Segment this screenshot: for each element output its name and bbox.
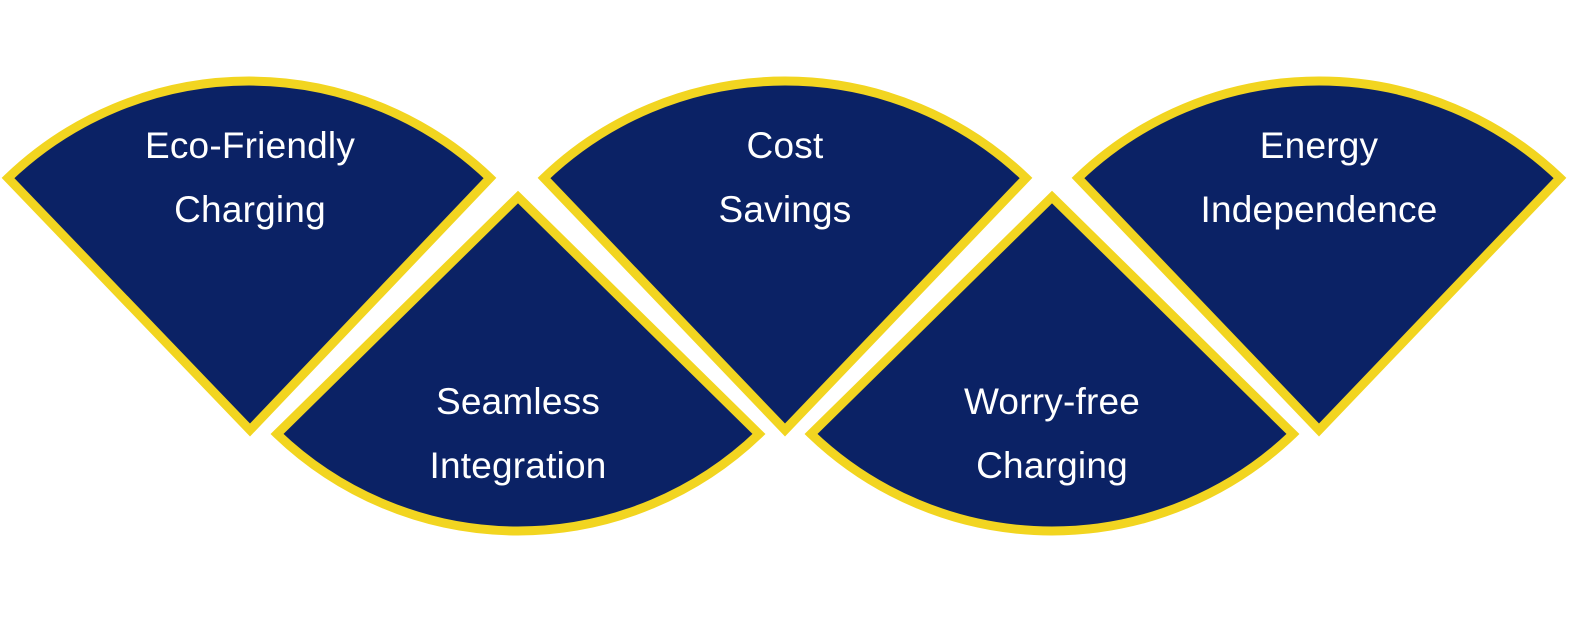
diamond-shape-energy-independence[interactable] (1071, 76, 1567, 437)
diamond-shape-worry-free-charging[interactable] (804, 190, 1300, 536)
diamond-shape-cost-savings[interactable] (537, 76, 1033, 437)
diamond-shape-eco-friendly-charging[interactable] (1, 76, 497, 437)
diamond-shape-seamless-integration[interactable] (270, 190, 766, 536)
